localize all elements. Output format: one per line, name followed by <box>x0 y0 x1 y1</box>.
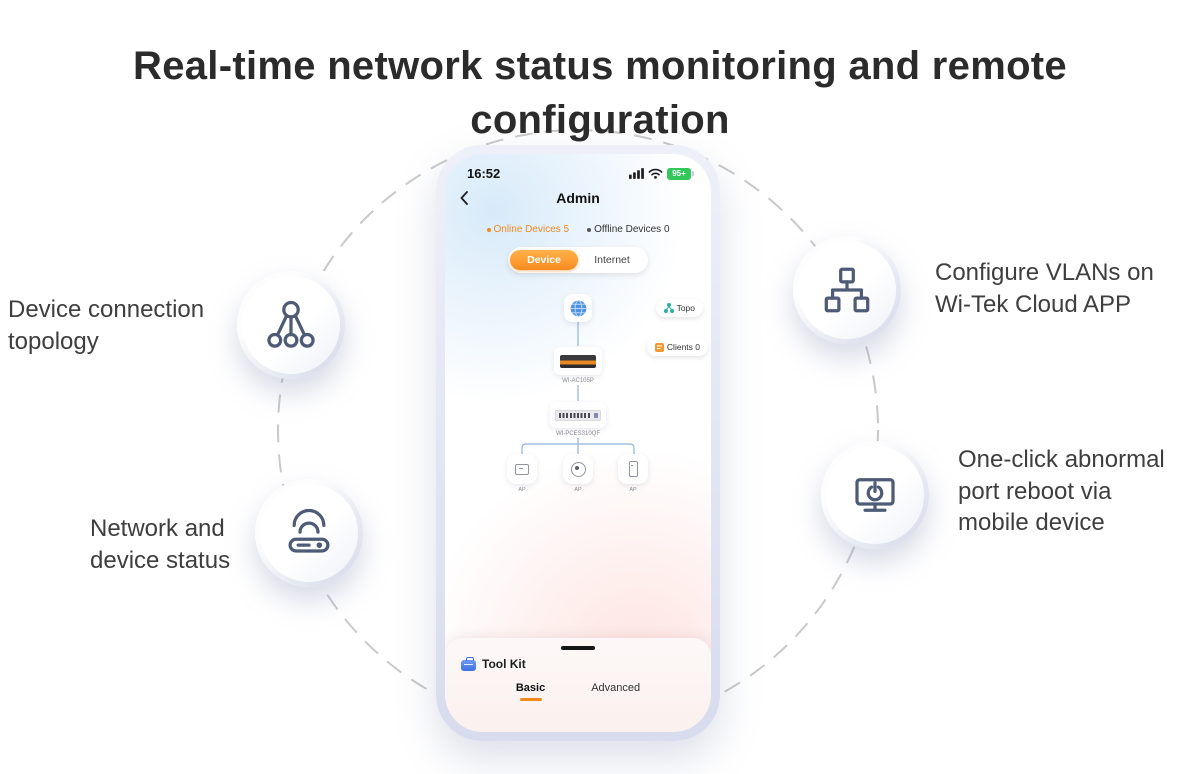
device-counts-row: Online Devices 5 Offline Devices 0 <box>445 224 711 235</box>
ap-node-3-label: AP <box>629 487 637 493</box>
internet-globe-node[interactable] <box>564 294 592 322</box>
ap-node-2-label: AP <box>574 487 582 493</box>
camera-device-icon <box>570 461 586 477</box>
network-status-feature-label: Network and device status <box>90 515 231 574</box>
vlan-feature-badge <box>793 236 901 344</box>
network-topology-map: Topo Clients 0 WI-AC105P <box>445 294 711 504</box>
phone-mockup: 16:52 <box>436 145 720 741</box>
network-status-feature-badge <box>255 479 363 587</box>
online-dot <box>486 227 491 232</box>
topology-feature-badge <box>237 271 345 379</box>
status-bar: 16:52 <box>445 154 711 181</box>
toolkit-icon <box>461 657 476 671</box>
offline-devices-count: Offline Devices 0 <box>587 224 670 235</box>
toggle-device[interactable]: Device <box>510 250 578 270</box>
clients-mini-icon <box>654 342 664 352</box>
app-nav-bar: Admin <box>445 190 711 208</box>
toolkit-title: Tool Kit <box>482 657 526 671</box>
online-devices-count: Online Devices 5 <box>486 224 569 235</box>
back-chevron-icon[interactable] <box>460 191 468 210</box>
ap-device-icon <box>515 463 529 475</box>
reboot-feature-label: One-click abnormal port reboot via mobil… <box>958 446 1165 537</box>
globe-icon <box>570 299 586 317</box>
offline-dot <box>587 227 592 232</box>
router-node[interactable] <box>554 347 602 375</box>
cellular-signal-icon <box>629 168 644 179</box>
wifi-router-icon <box>288 508 330 553</box>
clients-button[interactable]: Clients 0 <box>646 338 708 356</box>
switch-node-label: WI-PCES310QF <box>555 431 600 437</box>
tab-advanced[interactable]: Advanced <box>591 682 641 694</box>
toggle-internet[interactable]: Internet <box>594 254 630 266</box>
battery-icon: 95+ <box>667 167 694 180</box>
vlan-feature-label: Configure VLANs on Wi-Tek Cloud APP <box>935 259 1154 318</box>
ap-node-3[interactable] <box>618 454 648 484</box>
switch-node[interactable] <box>550 402 606 428</box>
topo-view-button[interactable]: Topo <box>655 299 703 317</box>
topology-feature-label: Device connection topology <box>8 296 205 355</box>
page-header-admin: Admin <box>556 190 600 206</box>
vlan-hierarchy-icon <box>824 267 870 313</box>
tab-basic[interactable]: Basic <box>515 682 546 694</box>
device-internet-toggle: Device Internet <box>508 247 648 273</box>
ap-tall-device-icon <box>628 461 638 477</box>
sheet-drag-handle[interactable] <box>561 646 595 650</box>
status-icons: 95+ <box>629 167 694 180</box>
phone-screen: 16:52 <box>445 154 711 732</box>
topo-mini-icon <box>663 303 674 313</box>
wifi-icon <box>648 168 663 179</box>
power-monitor-icon <box>855 478 895 512</box>
reboot-feature-badge <box>821 441 929 549</box>
topology-icon <box>267 300 315 348</box>
toolkit-header[interactable]: Tool Kit <box>461 657 711 671</box>
toolkit-tabs: Basic Advanced <box>445 682 711 694</box>
toolkit-bottom-sheet: Tool Kit Basic Advanced <box>445 638 711 732</box>
page-title: Real-time network status monitoring and … <box>133 43 1067 142</box>
status-time: 16:52 <box>467 166 501 181</box>
ap-node-1-label: AP <box>518 487 526 493</box>
ap-node-1[interactable] <box>507 454 537 484</box>
router-node-label: WI-AC105P <box>562 378 594 384</box>
ap-node-2[interactable] <box>563 454 593 484</box>
switch-device-image <box>555 409 601 421</box>
topology-connectors <box>521 322 635 454</box>
router-device-image <box>560 354 596 368</box>
